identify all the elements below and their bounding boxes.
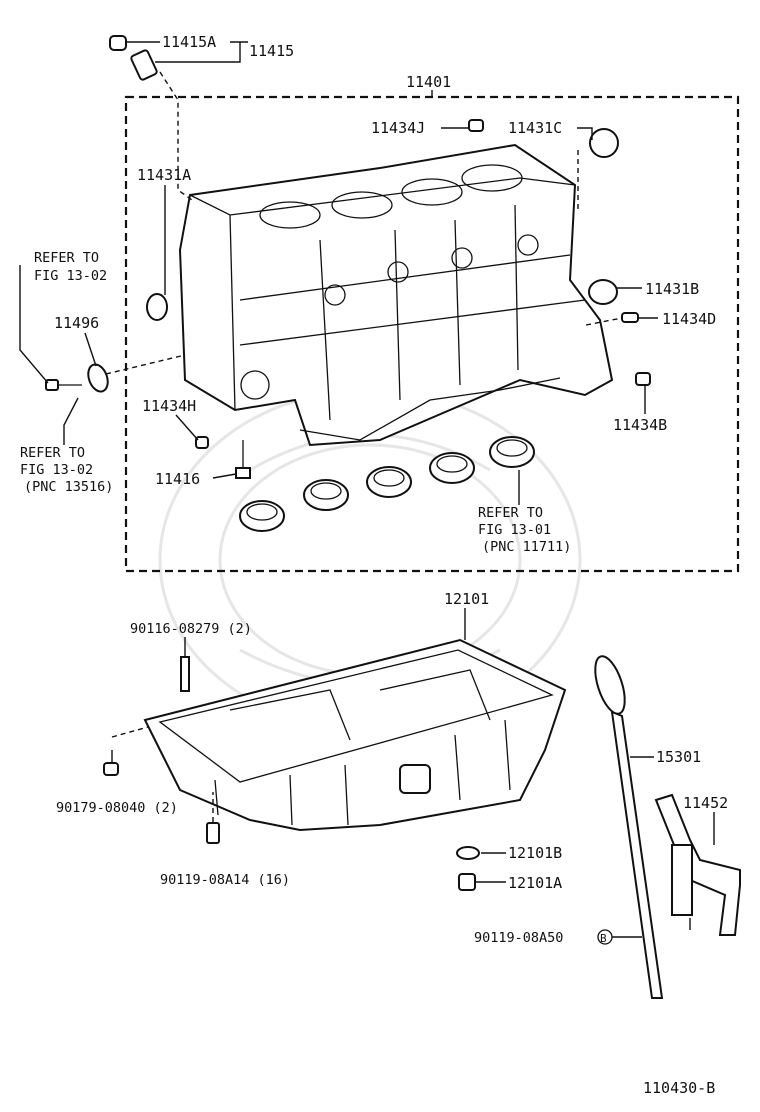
label-refer3-line2: FIG 13-01: [478, 522, 551, 538]
pin-11434H: [195, 436, 209, 449]
plug-11431B: [588, 279, 618, 305]
label-12101: 12101: [444, 590, 489, 608]
pin-11434B: [635, 372, 651, 386]
label-11431A: 11431A: [137, 166, 191, 184]
label-90119-b: 90119-08A50: [474, 930, 563, 946]
plug-11431C: [589, 128, 619, 158]
label-refer3-line1: REFER TO: [478, 505, 543, 521]
label-11434B: 11434B: [613, 416, 667, 434]
label-11415: 11415: [249, 42, 294, 60]
label-11401: 11401: [406, 73, 451, 91]
label-11416: 11416: [155, 470, 200, 488]
circle-b-marker: B: [597, 929, 613, 945]
label-refer2-line2: FIG 13-02: [20, 462, 93, 478]
label-12101A: 12101A: [508, 874, 562, 892]
label-refer2-line1: REFER TO: [20, 445, 85, 461]
plug-11415A: [109, 35, 127, 51]
leader-lines: [19, 41, 715, 938]
crankshaft-bearings: [239, 436, 535, 532]
bolt-refer: [45, 379, 82, 391]
plug-11431A: [146, 293, 168, 321]
stud-90116: [180, 656, 190, 692]
circle-b-letter: B: [600, 932, 607, 945]
label-refer1-line2: FIG 13-02: [34, 268, 107, 284]
plug-11415: [130, 49, 158, 81]
label-refer2-line3: (PNC 13516): [24, 479, 113, 495]
gasket-12101B: [456, 846, 480, 860]
label-refer3-line3: (PNC 11711): [482, 539, 571, 555]
label-11496: 11496: [54, 314, 99, 332]
label-90119-a: 90119-08A14 (16): [160, 872, 290, 888]
label-11434D: 11434D: [662, 310, 716, 328]
oil-pan: [143, 638, 567, 832]
cylinder-block: [178, 143, 614, 447]
part-labels: 11415A 11415 11401 11434J 11431C 11431A …: [20, 33, 728, 1097]
label-90179: 90179-08040 (2): [56, 800, 178, 816]
label-11431B: 11431B: [645, 280, 699, 298]
label-90116: 90116-08279 (2): [130, 621, 252, 637]
label-11434J: 11434J: [371, 119, 425, 137]
dipstick: [594, 655, 664, 999]
dipstick-guide: [654, 793, 741, 936]
label-11415A: 11415A: [162, 33, 216, 51]
label-11434H: 11434H: [142, 397, 196, 415]
label-11431C: 11431C: [508, 119, 562, 137]
bolt-90119-a: [206, 822, 220, 844]
label-12101B: 12101B: [508, 844, 562, 862]
label-15301: 15301: [656, 748, 701, 766]
pin-11434D: [621, 312, 639, 323]
figure-code: 110430-B: [643, 1079, 715, 1097]
plug-12101A: [458, 873, 476, 891]
nut-90179: [103, 762, 119, 776]
label-11452: 11452: [683, 794, 728, 812]
label-refer1-line1: REFER TO: [34, 250, 99, 266]
bolt-11416: [235, 440, 251, 479]
plug-11434J: [468, 119, 484, 132]
gasket-11496: [87, 363, 109, 393]
